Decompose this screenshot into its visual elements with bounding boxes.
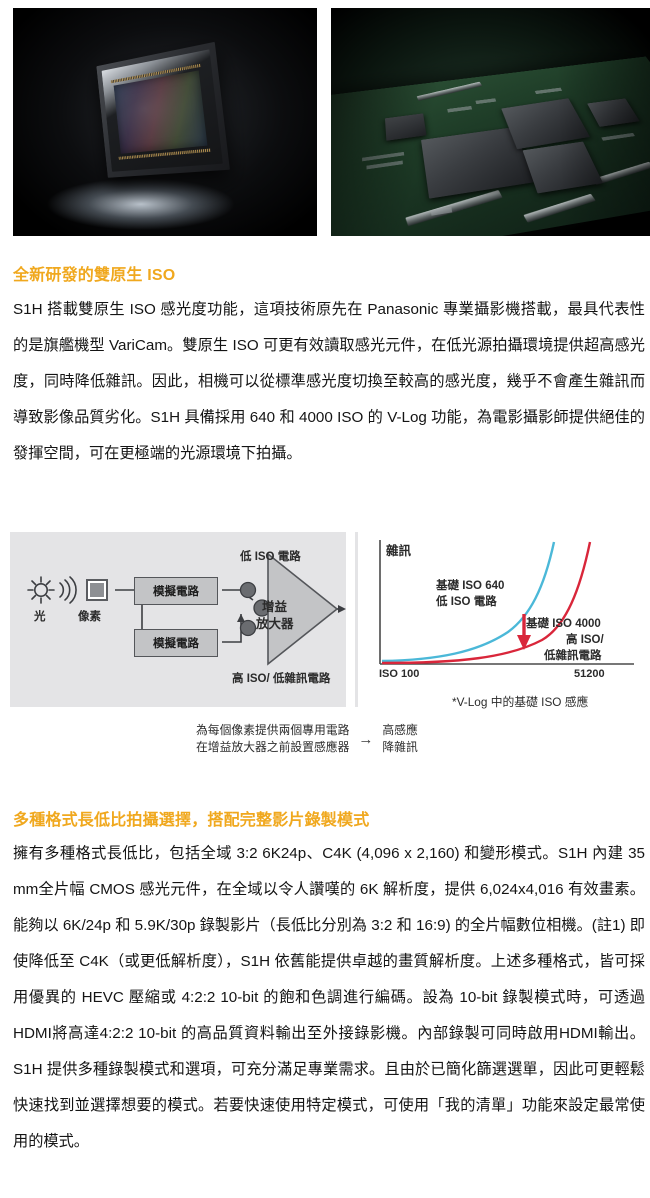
diagram-label-low-iso-circuit: 低 ISO 電路 <box>240 551 301 563</box>
chart-x-tick-min: ISO 100 <box>379 668 420 680</box>
caption-left-column: 為每個像素提供兩個專用電路 在增益放大器之前設置感應器 <box>196 722 349 756</box>
circuit-board-photo <box>331 8 650 236</box>
noise-iso-chart-panel: 雜訊 基礎 ISO 640 低 ISO 電路 基礎 ISO 4000 高 ISO… <box>355 532 650 707</box>
section-body-recording-modes: 擁有多種格式長低比，包括全域 3:2 6K24p、C4K (4,096 x 2,… <box>13 845 645 1150</box>
noise-iso-chart-svg <box>379 540 634 665</box>
section-heading-dual-native-iso: 全新研發的雙原生 ISO <box>13 267 176 284</box>
chart-y-axis-label: 雜訊 <box>386 544 412 558</box>
diagram-label-high-iso-circuit: 高 ISO/ 低雜訊電路 <box>232 673 331 685</box>
chart-annotation-low-iso-line2: 低 ISO 電路 <box>436 596 497 608</box>
diagram-label-light: 光 <box>34 611 46 623</box>
diagram-label-amplifier-line1: 增益 <box>262 600 288 614</box>
sensor-stage <box>13 8 317 236</box>
pcb <box>331 56 650 236</box>
chart-x-tick-max: 51200 <box>574 668 605 680</box>
board-stage <box>331 8 650 236</box>
section-body-dual-native-iso: S1H 搭載雙原生 ISO 感光度功能，這項技術原先在 Panasonic 專業… <box>13 301 645 462</box>
chart-annotation-high-iso-line2: 高 ISO/ <box>566 634 604 646</box>
noise-reduction-arrow-icon <box>517 614 531 650</box>
chart-series-high-iso-low-noise-circuit <box>381 541 592 665</box>
cmos-sensor-photo <box>13 8 317 236</box>
gain-amplifier-shape <box>267 552 339 666</box>
dual-native-iso-diagram: 光 像素 模擬電路 模擬電路 增益 放大器 低 ISO 電路 高 ISO/ 低雜… <box>10 532 650 707</box>
diagram-label-amplifier-line2: 放大器 <box>256 617 294 631</box>
sensor-die <box>113 70 208 154</box>
sensor-die-glow <box>113 70 208 154</box>
chart-series-low-iso-circuit <box>381 541 556 663</box>
circuit-block-diagram-panel: 光 像素 模擬電路 模擬電路 增益 放大器 低 ISO 電路 高 ISO/ 低雜… <box>10 532 346 707</box>
right-arrow-icon: → <box>358 730 374 748</box>
photo-row <box>0 8 650 236</box>
sensor-body <box>96 41 230 178</box>
caption-right-column: 高感應 降雜訊 <box>382 722 417 756</box>
caption-line-2: 在增益放大器之前設置感應器 <box>196 740 350 754</box>
chart-annotation-high-iso-line1: 基礎 ISO 4000 <box>526 618 601 630</box>
caption-result-1: 高感應 <box>382 723 418 737</box>
pixel-icon <box>86 579 108 601</box>
diagram-block-analog-circuit-bottom: 模擬電路 <box>134 629 218 657</box>
chart-annotation-high-iso-line3: 低雜訊電路 <box>544 650 602 662</box>
section-heading-recording-modes: 多種格式長低比拍攝選擇，搭配完整影片錄製模式 <box>13 812 370 829</box>
caption-line-1: 為每個像素提供兩個專用電路 <box>196 723 350 737</box>
diagram-label-pixel: 像素 <box>78 611 101 623</box>
chart-axes <box>379 540 634 665</box>
diagram-caption: 為每個像素提供兩個專用電路 在增益放大器之前設置感應器 → 高感應 降雜訊 <box>196 722 418 756</box>
caption-result-2: 降雜訊 <box>382 740 418 754</box>
output-arrowhead <box>338 605 346 613</box>
chart-annotation-low-iso-line1: 基礎 ISO 640 <box>436 580 505 592</box>
light-waves-icon <box>59 576 77 604</box>
light-sun-icon <box>27 576 55 604</box>
sensor-rim <box>101 49 223 172</box>
chart-footnote: *V-Log 中的基礎 ISO 感應 <box>452 695 589 709</box>
pcb-shadow-overlay <box>331 56 650 236</box>
diagram-block-analog-circuit-top: 模擬電路 <box>134 577 218 605</box>
